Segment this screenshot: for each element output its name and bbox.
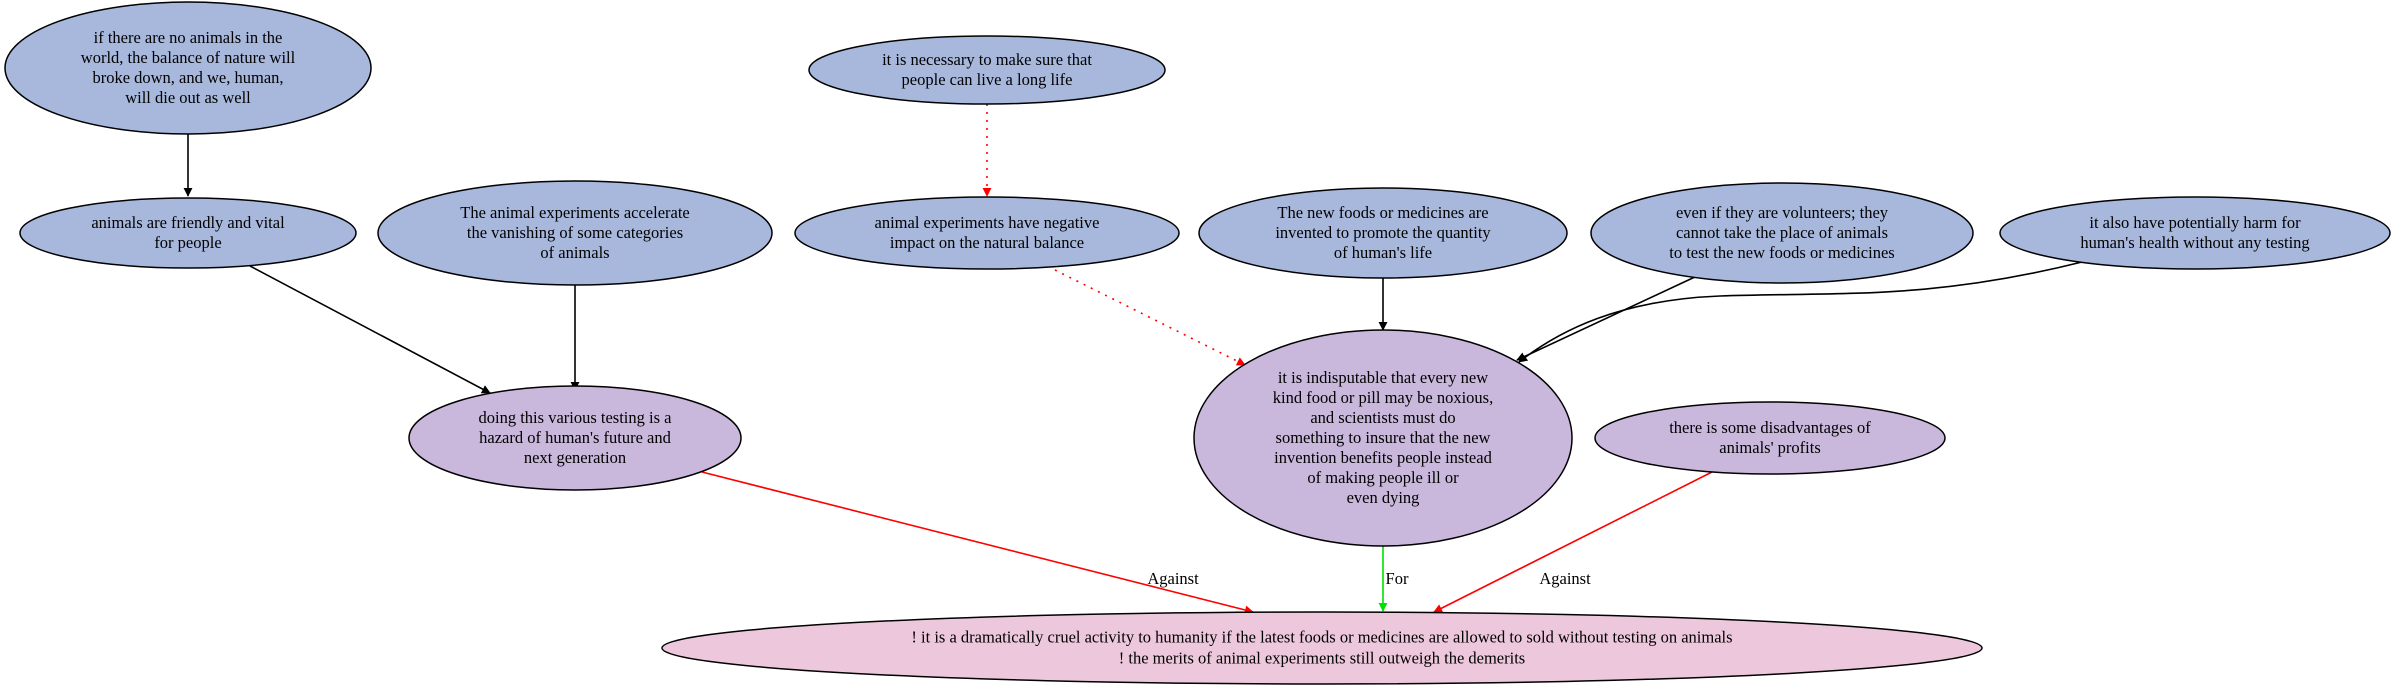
edge-n9-to-n12-against (701, 471, 1254, 615)
node-label-line: next generation (524, 448, 626, 467)
edge-n8-to-n10 (1518, 261, 2083, 363)
node-shape (1999, 196, 2391, 270)
node-shape (1193, 329, 1573, 547)
node-conclusion: ! it is a dramatically cruel activity to… (661, 611, 1983, 685)
node-shape (1590, 182, 1974, 284)
node-label-line: of making people ill or (1307, 468, 1459, 487)
edge-n7-to-n10 (1516, 275, 1698, 361)
node-label-line: there is some disadvantages of (1669, 418, 1871, 437)
node-label-line: it also have potentially harm for (2089, 213, 2301, 232)
node-shape (1594, 401, 1946, 475)
node-label-line: even dying (1347, 488, 1420, 507)
node-shape (4, 1, 372, 135)
node-label-line: it is indisputable that every new (1278, 368, 1488, 387)
edge-label-against-left: Against (1147, 569, 1199, 588)
node-label-line: even if they are volunteers; they (1676, 203, 1889, 222)
edge-n11-to-n12-against (1433, 471, 1713, 613)
node-shape (794, 196, 1180, 270)
node-label: ! it is a dramatically cruel activity to… (911, 628, 1732, 668)
edge-labels: Against For Against (1147, 569, 1591, 588)
node-shape (661, 611, 1983, 685)
node-label-line: and scientists must do (1310, 408, 1455, 427)
node-label-line: animal experiments have negative (875, 213, 1100, 232)
node-label-line: animals' profits (1719, 438, 1821, 457)
node-label-line: will die out as well (125, 88, 251, 107)
node-label-line: something to insure that the new (1276, 428, 1491, 447)
node-label-line: if there are no animals in the (94, 28, 283, 47)
node-label-line: animals are friendly and vital (91, 213, 285, 232)
node-label-line: people can live a long life (902, 70, 1073, 89)
node-label-line: cannot take the place of animals (1676, 223, 1888, 242)
node-label-line: invented to promote the quantity (1275, 223, 1491, 242)
node-label-line: The new foods or medicines are (1277, 203, 1488, 222)
node-label-line: human's health without any testing (2080, 233, 2309, 252)
node-label-line: ! it is a dramatically cruel activity to… (911, 628, 1732, 647)
node-label-line: for people (154, 233, 221, 252)
edge-label-for: For (1386, 569, 1409, 588)
node-label-line: the vanishing of some categories (467, 223, 683, 242)
node-shape (1198, 187, 1568, 279)
node-label-line: to test the new foods or medicines (1669, 243, 1894, 262)
node-label-line: doing this various testing is a (479, 408, 673, 427)
edges (183, 104, 2083, 615)
node-shape (377, 180, 773, 286)
node-shape (408, 385, 742, 491)
node-label-line: it is necessary to make sure that (882, 50, 1092, 69)
edge-n2-to-n9 (249, 265, 491, 394)
edge-n5-to-n10 (1054, 269, 1246, 366)
node-label-line: impact on the natural balance (890, 233, 1084, 252)
node-label-line: kind food or pill may be noxious, (1273, 388, 1493, 407)
node-label-line: The animal experiments accelerate (460, 203, 690, 222)
node-shape (19, 197, 357, 269)
edge-label-against-right: Against (1539, 569, 1591, 588)
node-label-line: of animals (540, 243, 609, 262)
node-shape (808, 35, 1166, 105)
node-label-line: ! the merits of animal experiments still… (1119, 649, 1525, 668)
node-label-line: broke down, and we, human, (92, 68, 283, 87)
node-label-line: world, the balance of nature will (81, 48, 296, 67)
node-label-line: hazard of human's future and (479, 428, 671, 447)
node-label-line: invention benefits people instead (1274, 448, 1492, 467)
node-label-line: of human's life (1334, 243, 1432, 262)
